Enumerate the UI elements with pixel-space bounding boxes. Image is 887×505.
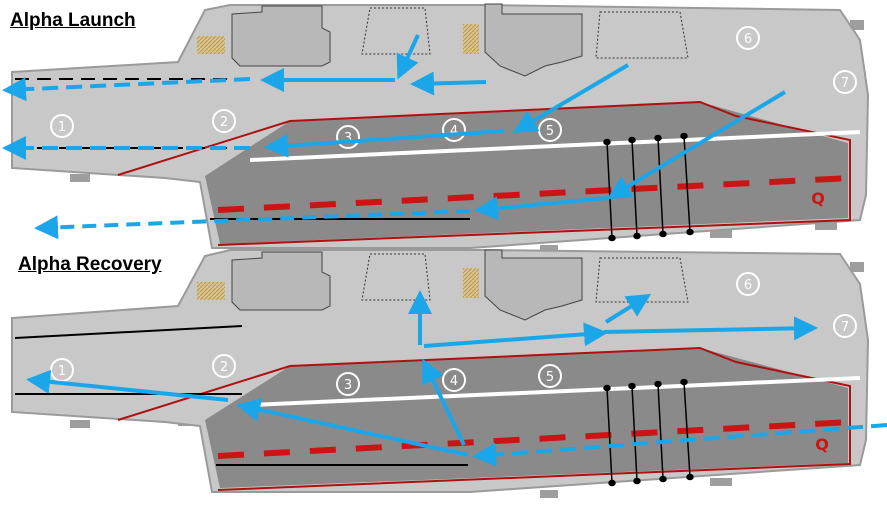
recovery-arrows	[26, 290, 887, 467]
landing-marker: Q	[811, 189, 825, 208]
alpha-recovery-panel: 1 2 3 4 5 6 7 Q	[11, 249, 887, 498]
landing-centerline	[217, 175, 851, 213]
landing-marker: Q	[815, 435, 829, 454]
elevator-aft	[197, 36, 225, 54]
landing-area-border	[117, 346, 851, 491]
island-aft	[231, 5, 331, 67]
alpha-launch-title: Alpha Launch	[10, 10, 136, 31]
spot-label: 3	[344, 378, 352, 393]
elevator-outline-1	[361, 7, 431, 55]
alpha-launch-panel: 1 2 3 4 5 6 7 Q	[2, 3, 870, 253]
landing-area-border	[117, 100, 851, 246]
island-forward	[484, 249, 583, 321]
right-arrow-icon	[26, 369, 229, 402]
spot-label: 4	[450, 374, 458, 389]
spot-label: 1	[58, 364, 66, 379]
spot-label: 7	[841, 320, 849, 335]
launch-arrows	[2, 34, 787, 240]
elevator-outline-2	[595, 11, 689, 59]
catapult-tracks	[14, 325, 468, 466]
right-arrow-icon	[603, 316, 818, 341]
spot-label: 2	[220, 360, 228, 375]
landing-centerline	[217, 419, 851, 459]
spot-label: 5	[546, 370, 554, 385]
right-arrow-icon	[264, 129, 505, 158]
arresting-wires	[603, 378, 694, 487]
spot-circles	[50, 26, 857, 149]
right-arrow-icon	[396, 34, 420, 80]
spot-label: 2	[220, 115, 228, 130]
right-arrow-icon	[606, 90, 787, 200]
spot-labels: 1 2 3 4 5 6 7	[58, 278, 849, 393]
right-arrow-icon	[421, 358, 466, 446]
elevator-mid	[463, 268, 479, 298]
dashed-arrow-icon	[34, 209, 471, 240]
spot-label: 1	[58, 120, 66, 135]
island-aft	[231, 251, 331, 311]
spot-label: 6	[744, 32, 752, 47]
deck-edge-strip	[249, 130, 861, 162]
spot-label: 3	[344, 131, 352, 146]
right-arrow-icon	[236, 398, 469, 457]
right-arrow-icon	[423, 322, 608, 348]
island-forward	[484, 3, 583, 77]
dashed-arrow-icon	[472, 423, 887, 467]
right-arrow-icon	[604, 293, 652, 324]
elevator-aft	[197, 282, 225, 300]
deck-edge-strip	[249, 376, 861, 407]
alpha-recovery-title: Alpha Recovery	[18, 254, 162, 275]
spot-label: 5	[546, 124, 554, 139]
right-arrow-icon	[410, 71, 487, 96]
spot-label: 4	[450, 124, 458, 139]
spot-label: 6	[744, 278, 752, 293]
right-arrow-icon	[474, 196, 609, 221]
spot-label: 7	[841, 76, 849, 91]
dashed-arrow-icon	[2, 77, 251, 102]
spot-labels: 1 2 3 4 5 6 7	[58, 32, 849, 146]
right-arrow-icon	[512, 63, 630, 134]
elevator-outline-2	[595, 257, 689, 303]
elevator-mid	[463, 24, 479, 54]
